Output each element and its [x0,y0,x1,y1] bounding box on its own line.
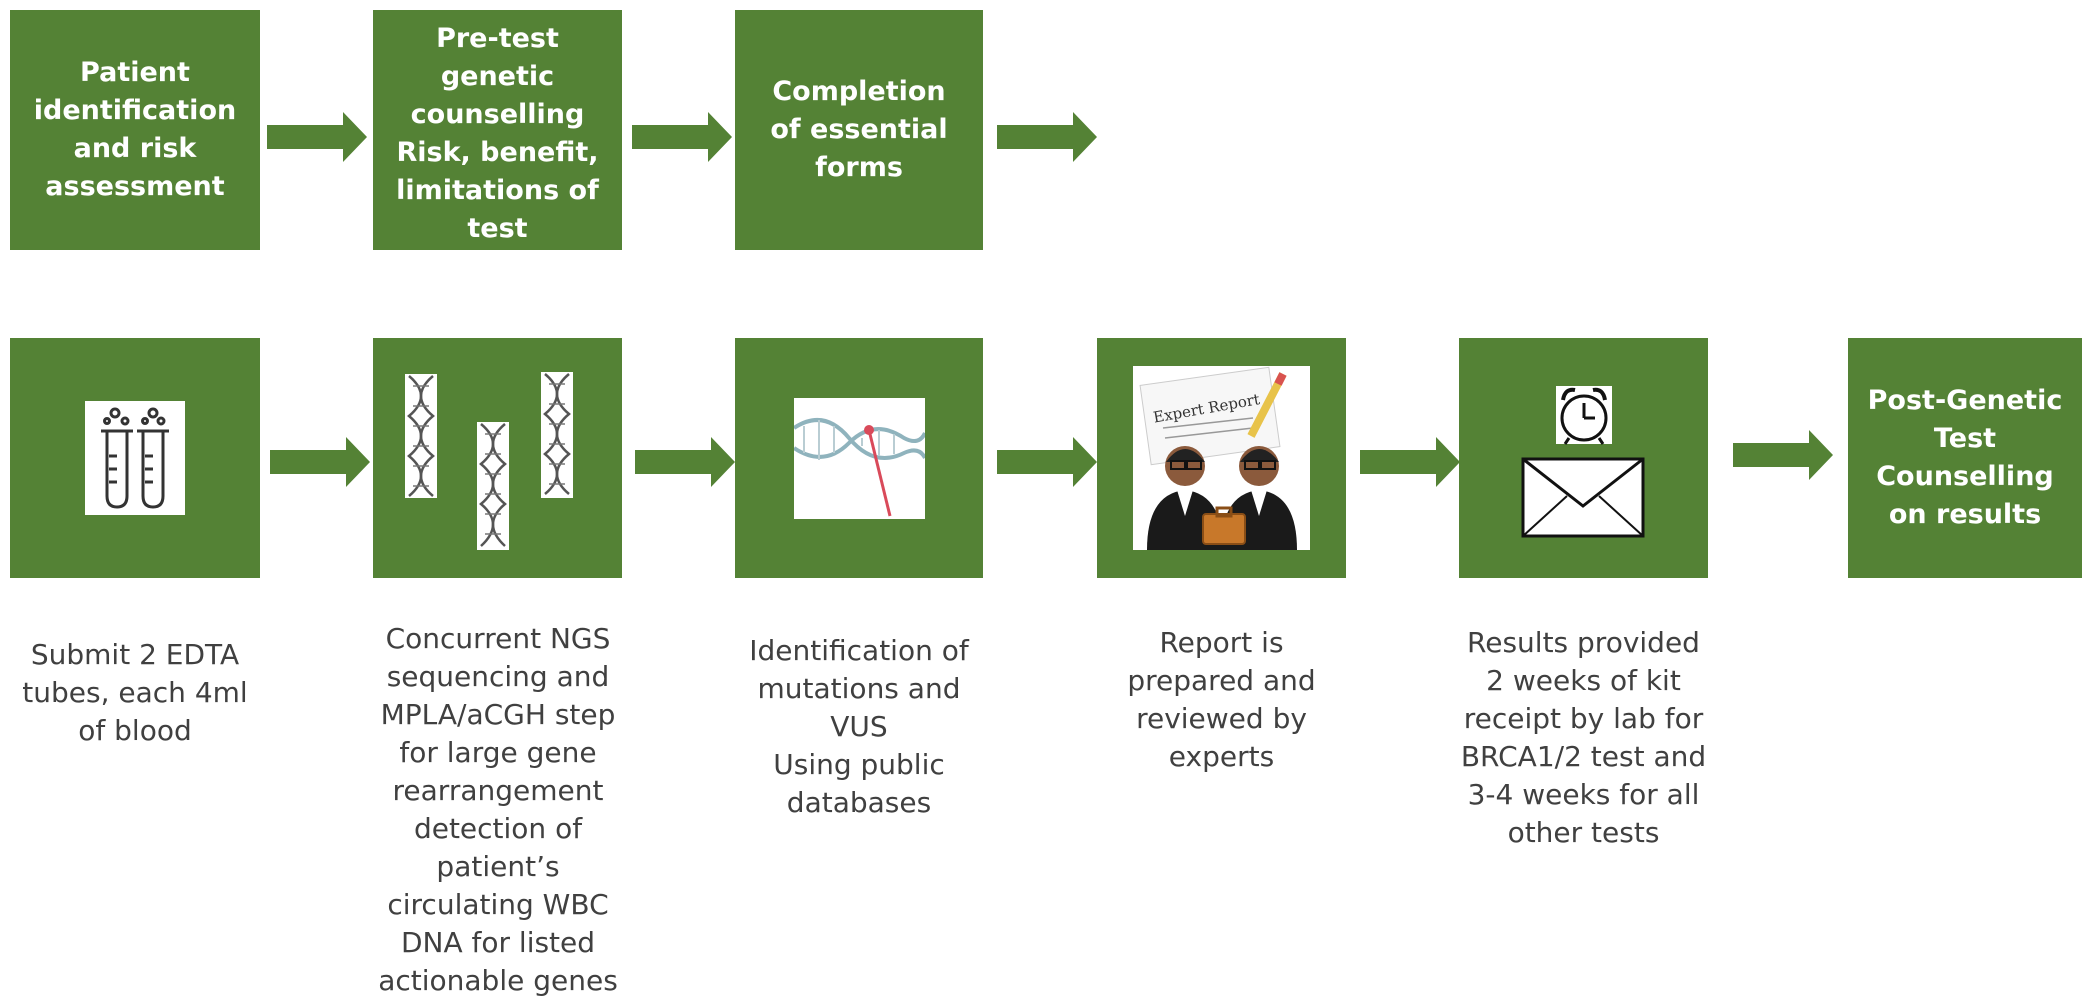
step-identification [735,338,983,578]
step-post-test-counselling: Post-Genetic Test Counselling on results [1848,338,2082,578]
step-completion-forms: Completion of essential forms [735,10,983,250]
arrow-right-icon [270,437,370,487]
step-sequencing [373,338,622,578]
step-report: Expert Report [1097,338,1346,578]
step-submit-samples [10,338,260,578]
caption-submit-samples: Submit 2 EDTA tubes, each 4ml of blood [22,638,248,747]
arrow-right-icon [997,437,1097,487]
arrow-right-icon [632,112,732,162]
caption-report: Report is prepared and reviewed by exper… [1127,626,1316,773]
step-label: Post-Genetic Test Counselling on results [1867,385,2063,530]
caption-sequencing: Concurrent NGS sequencing and MPLA/aCGH … [378,622,618,997]
clock-envelope-icon [1521,386,1645,538]
dna-strands-icon [405,372,573,550]
expert-report-icon: Expert Report [1133,366,1310,550]
step-label: Completion of essential forms [770,76,948,183]
arrow-right-icon [1360,437,1460,487]
arrow-right-icon [1733,430,1833,480]
arrow-right-icon [635,437,735,487]
test-tubes-icon [85,401,185,515]
caption-results: Results provided 2 weeks of kit receipt … [1460,626,1707,849]
caption-identification: Identification of mutations and VUS Usin… [749,634,969,819]
arrow-right-icon [267,112,367,162]
arrow-right-icon [997,112,1097,162]
step-label: Patient identification and risk assessme… [33,57,237,202]
step-results [1459,338,1708,578]
step-label: Pre-test genetic counselling Risk, benef… [396,23,599,244]
step-patient-identification: Patient identification and risk assessme… [10,10,260,250]
step-pretest-counselling: Pre-test genetic counselling Risk, benef… [373,10,622,250]
dna-helix-icon [793,397,925,519]
